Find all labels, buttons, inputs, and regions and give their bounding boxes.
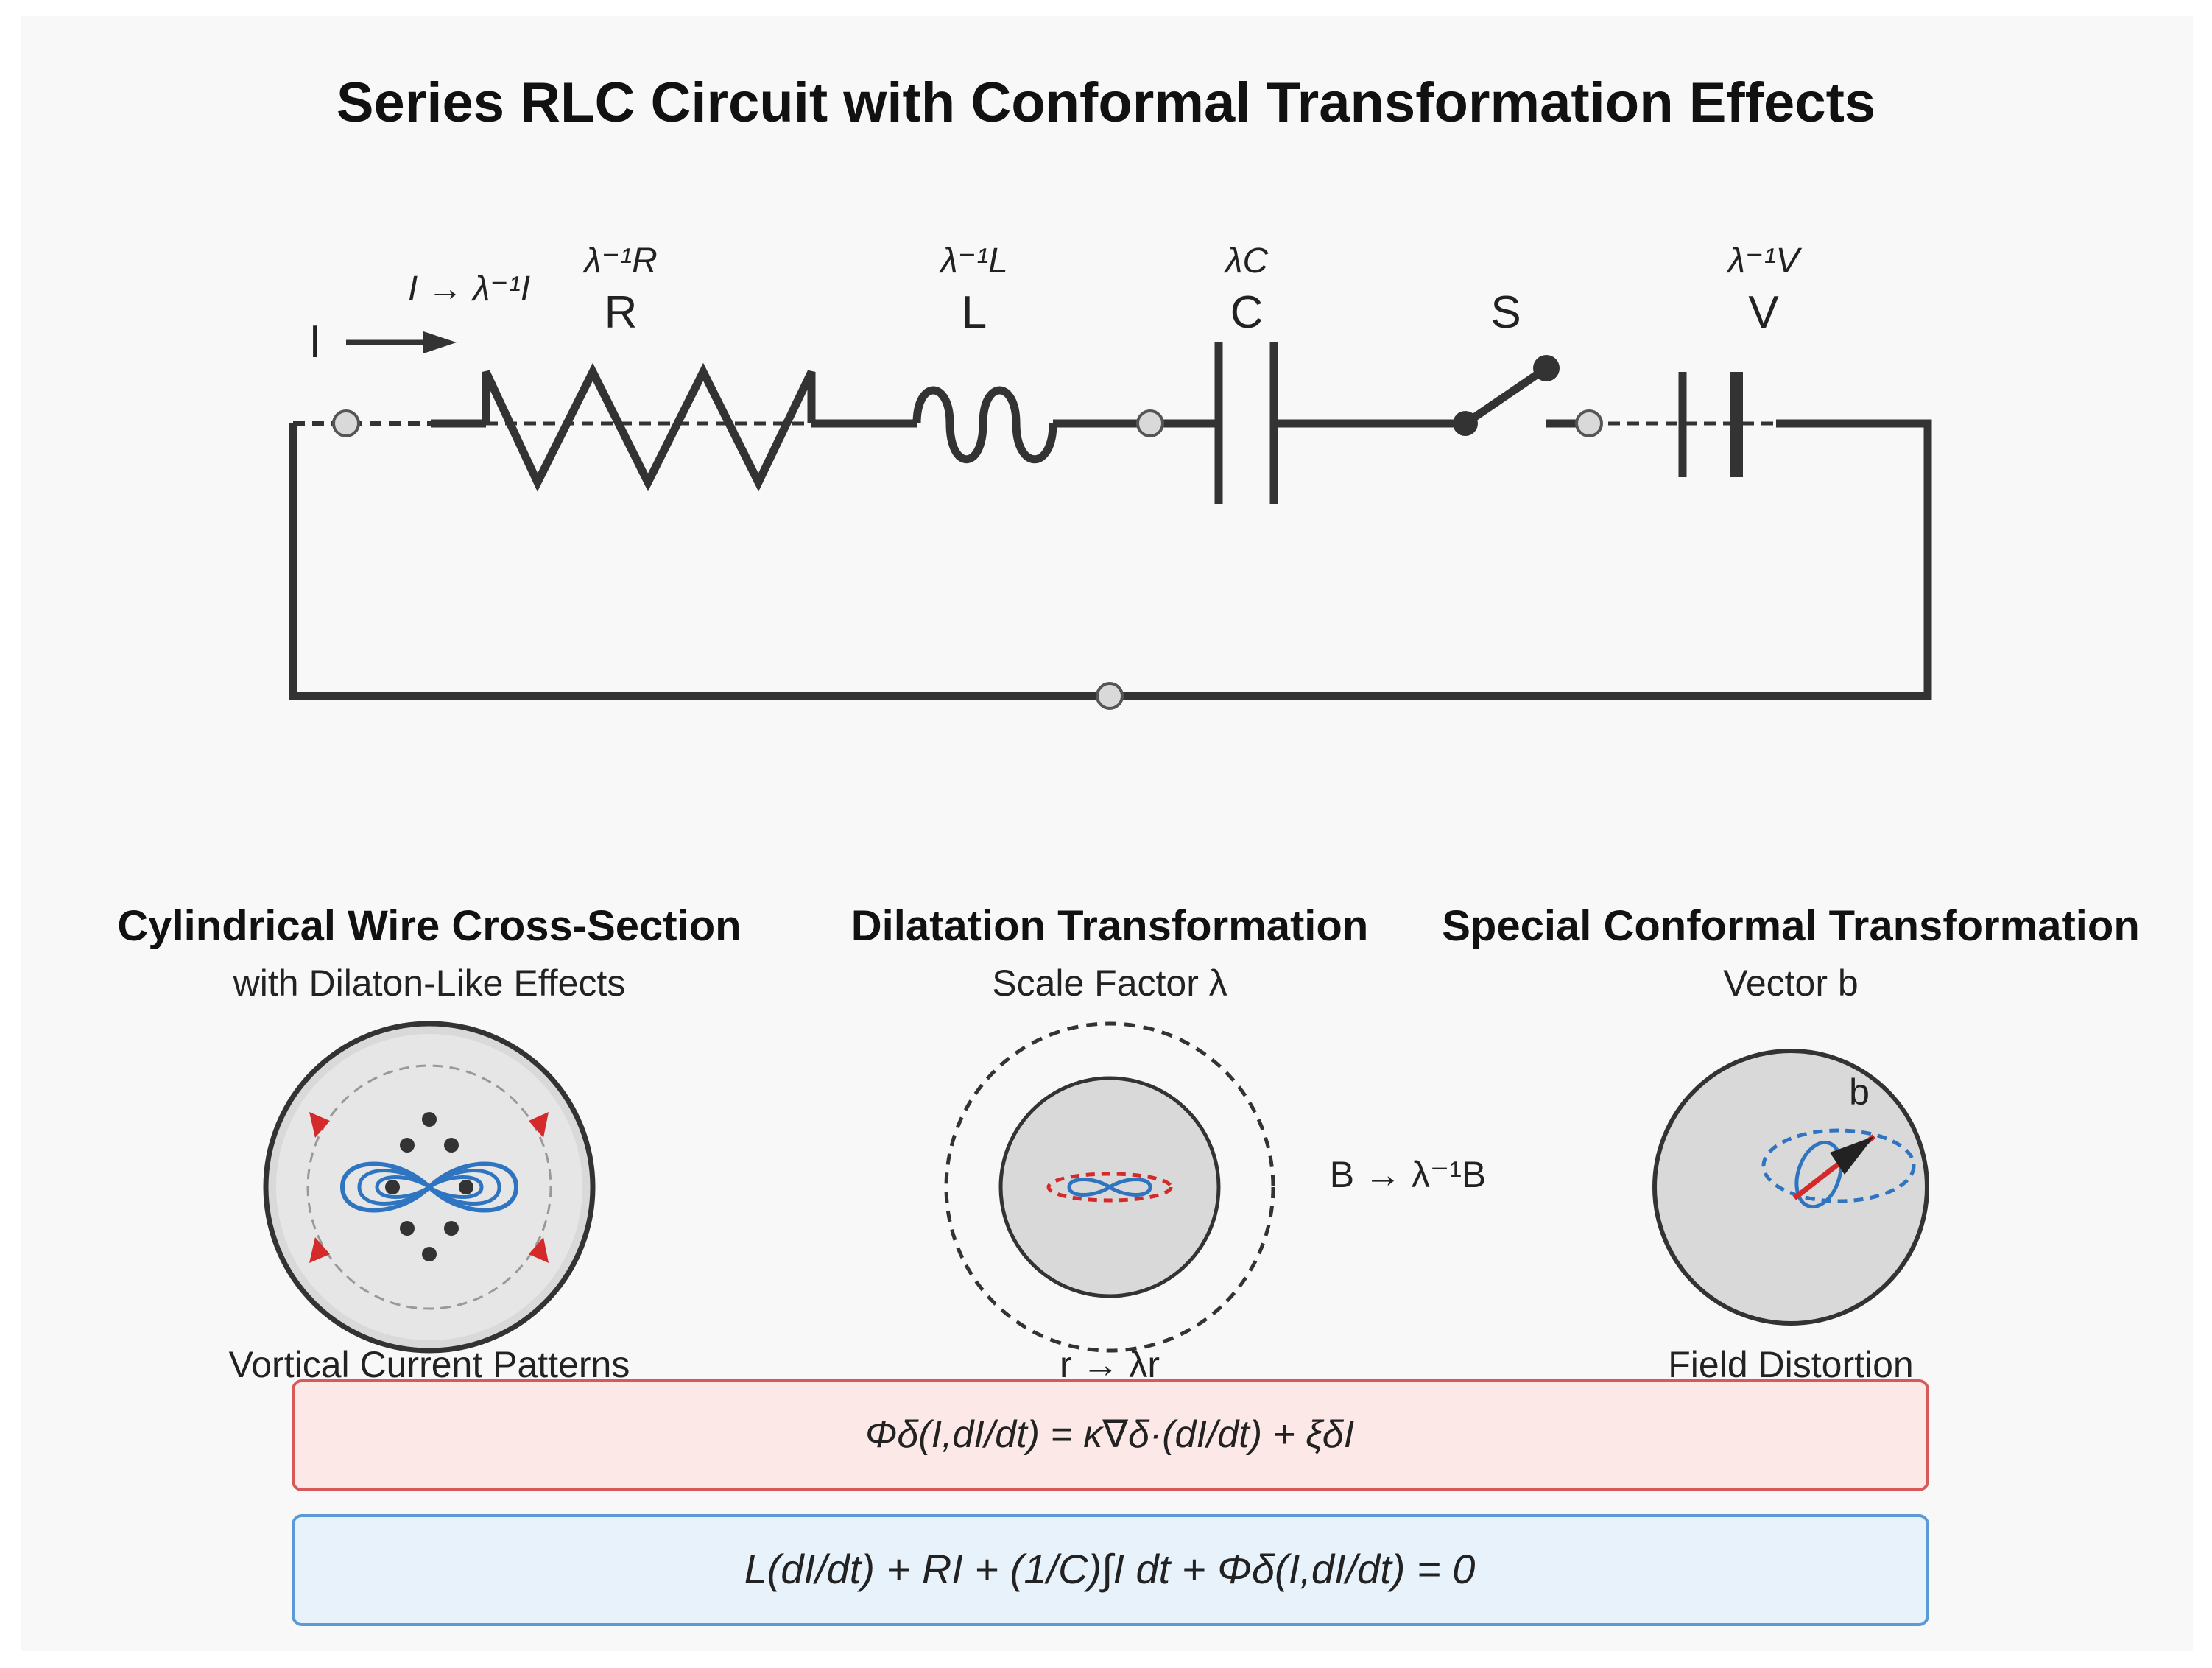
- current-arrow-icon: [423, 331, 457, 353]
- dilatation-panel-caption: r → λr: [1060, 1344, 1160, 1385]
- inductor-symbol: [912, 386, 1057, 464]
- source-transform-label: λ⁻¹V: [1726, 242, 1803, 281]
- capacitor-transform-label: λC: [1223, 242, 1269, 281]
- distorted-field-ellipse: [1761, 1128, 1916, 1203]
- wire-panel-subtitle: with Dilaton-Like Effects: [233, 963, 626, 1004]
- diagram-background: [21, 16, 2193, 1651]
- vortex-arrow-icon: [309, 1112, 330, 1138]
- phi-equation-background: [292, 1379, 1929, 1491]
- main-equation-text: L(dI/dt) + RI + (1/C)∫I dt + Φδ(I,dI/dt)…: [744, 1546, 1476, 1593]
- resistor-label: R: [605, 287, 638, 338]
- inductor-transform-label: λ⁻¹L: [938, 242, 1008, 281]
- special-panel-subtitle: Vector b: [1723, 963, 1858, 1004]
- charge-dot: [400, 1138, 415, 1153]
- circuit-node-1: [332, 409, 360, 437]
- dilatation-panel-subtitle: Scale Factor λ: [992, 963, 1227, 1004]
- charge-dot: [400, 1221, 415, 1236]
- wire-cross-section-panel: Cylindrical Wire Cross-Section with Dila…: [117, 902, 741, 1385]
- vector-b-label: b: [1849, 1071, 1870, 1113]
- special-panel-caption: Field Distortion: [1668, 1344, 1913, 1385]
- inductor-label: L: [962, 287, 987, 338]
- resistor-symbol: [482, 362, 816, 492]
- special-conformal-panel: Special Conformal Transformation Vector …: [1442, 902, 2140, 1385]
- vector-b-arrow-icon: [1830, 1136, 1874, 1175]
- scaled-field-ellipse: [1046, 1172, 1173, 1203]
- dilatation-panel: Dilatation Transformation Scale Factor λ…: [851, 902, 1487, 1385]
- phi-equation-text: Φδ(I,dI/dt) = κ∇δ·(dI/dt) + ξδI: [865, 1413, 1354, 1456]
- rlc-circuit: I I → λ⁻¹I λ⁻¹R R λ⁻¹L L λC C S λ⁻¹V V: [289, 242, 1932, 710]
- circuit-node-3: [1575, 409, 1603, 437]
- switch-contact: [1533, 355, 1560, 381]
- current-label: I: [309, 317, 321, 367]
- diagram-title: Series RLC Circuit with Conformal Transf…: [337, 71, 1875, 134]
- special-panel-title: Special Conformal Transformation: [1442, 902, 2140, 950]
- wire-dashed-boundary: [306, 1064, 552, 1310]
- main-equation-box: L(dI/dt) + RI + (1/C)∫I dt + Φδ(I,dI/dt)…: [292, 1514, 1929, 1626]
- field-scaling-label: B → λ⁻¹B: [1330, 1154, 1487, 1195]
- charge-dot: [422, 1247, 437, 1261]
- charge-dot: [422, 1112, 437, 1127]
- capacitor-label: C: [1230, 287, 1264, 338]
- charge-dot: [459, 1180, 473, 1194]
- charge-dot: [385, 1180, 400, 1194]
- main-equation-background: [292, 1514, 1929, 1626]
- resistor-transform-label: λ⁻¹R: [582, 242, 658, 281]
- current-transform-label: I → λ⁻¹I: [408, 270, 530, 309]
- scaled-boundary-circle: [944, 1021, 1275, 1353]
- switch-lever: [1462, 365, 1549, 427]
- vortex-arrow-icon: [309, 1237, 330, 1263]
- current-loop-inner: [375, 1175, 484, 1199]
- charge-dot: [444, 1221, 459, 1236]
- wire-panel-caption: Vortical Current Patterns: [229, 1344, 630, 1385]
- circuit-node-2: [1136, 409, 1164, 437]
- distorted-wire-circle: [1652, 1049, 1929, 1326]
- charge-dot: [444, 1138, 459, 1153]
- distorted-current-loop: [1794, 1140, 1843, 1209]
- circuit-node-4: [1096, 682, 1124, 710]
- circuit-loop-wire: [289, 419, 1932, 700]
- dilatation-panel-title: Dilatation Transformation: [851, 902, 1369, 950]
- switch-pivot: [1453, 411, 1478, 436]
- vortex-arrow-icon: [529, 1112, 549, 1138]
- wire-panel-title: Cylindrical Wire Cross-Section: [117, 902, 741, 950]
- vortex-arrow-icon: [529, 1237, 549, 1263]
- phi-equation-box: Φδ(I,dI/dt) = κ∇δ·(dI/dt) + ξδI: [292, 1379, 1929, 1491]
- source-label: V: [1748, 287, 1779, 338]
- scaled-current-loop: [1067, 1178, 1152, 1197]
- switch-label: S: [1490, 287, 1521, 338]
